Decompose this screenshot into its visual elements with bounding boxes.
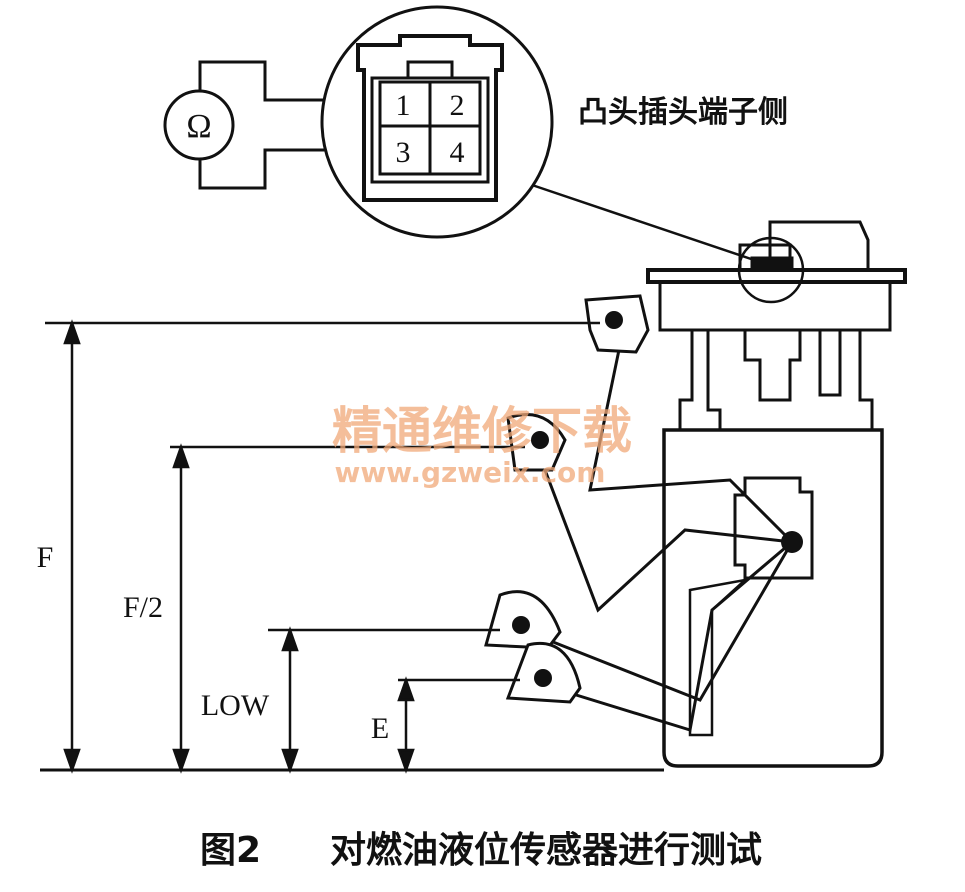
pin-cell-4 xyxy=(428,124,482,176)
fuel-pump-assembly xyxy=(646,220,907,768)
floats xyxy=(484,294,650,704)
float-arm-empty xyxy=(559,540,793,732)
pin-label-3: 3 xyxy=(396,136,411,169)
arrow-empty-head-bottom xyxy=(397,748,415,774)
float-arm-full xyxy=(588,344,794,544)
sender-housing xyxy=(733,476,814,580)
pin-label-4: 4 xyxy=(450,136,465,169)
guide-rod-right xyxy=(818,330,842,397)
pump-neck xyxy=(743,330,802,402)
pump-canister xyxy=(662,428,884,768)
float-arm-half xyxy=(543,469,793,613)
connector-magnifier xyxy=(320,5,761,264)
arrow-half-head-top xyxy=(172,443,190,469)
arrow-low-head-top xyxy=(281,626,299,652)
arrow-low-head-bottom xyxy=(281,748,299,774)
level-label-half: F/2 xyxy=(123,591,163,624)
ohmmeter-body xyxy=(163,89,235,161)
arrow-empty-head-top xyxy=(397,676,415,702)
connector-latch xyxy=(406,60,454,78)
float-hinge-full xyxy=(605,311,623,329)
guide-rod-left-inner xyxy=(706,330,722,430)
watermark-title: 精通维修下载 xyxy=(332,402,632,460)
magnifier-circle xyxy=(320,5,554,239)
flange-plate xyxy=(646,268,907,284)
arrow-full-head-top xyxy=(63,319,81,345)
sender-bracket xyxy=(688,577,750,737)
pin-label-1: 1 xyxy=(396,89,411,122)
guide-rod-left xyxy=(678,330,694,430)
dimension-arrows xyxy=(63,319,415,774)
connector-inner-frame xyxy=(370,76,490,184)
float-arm-low xyxy=(547,541,794,702)
figure-caption: 对燃油液位传感器进行测试 xyxy=(330,830,762,871)
meter-wire-bottom xyxy=(198,148,370,190)
guide-rod-right-outer xyxy=(858,330,874,430)
arrow-half-head-bottom xyxy=(172,748,190,774)
ohmmeter xyxy=(163,60,370,190)
magnifier-pointer-line xyxy=(531,183,761,264)
float-hinge-half xyxy=(531,431,549,449)
flange-body xyxy=(658,282,892,332)
float-hinge-empty xyxy=(534,669,552,687)
level-label-low: LOW xyxy=(201,689,270,722)
watermark-url: www.gzweix.com xyxy=(335,456,606,489)
connector-housing xyxy=(356,34,504,202)
float-arm-pivot xyxy=(781,531,803,553)
level-label-empty: E xyxy=(371,712,389,745)
meter-wire-top xyxy=(198,60,370,102)
flange-connector-pins xyxy=(750,256,794,270)
ohm-symbol: Ω xyxy=(186,108,211,145)
pin-label-2: 2 xyxy=(450,89,465,122)
figure-number: 图2 xyxy=(200,830,261,871)
level-reference-lines xyxy=(40,321,664,772)
arrow-full-head-bottom xyxy=(63,748,81,774)
float-arm-traces xyxy=(543,344,794,732)
float-hinge-low xyxy=(512,616,530,634)
connector-highlight-circle xyxy=(737,236,805,304)
level-label-full: F xyxy=(37,541,54,574)
float-hinges xyxy=(512,311,623,687)
connector-side-label: 凸头插头端子侧 xyxy=(578,95,788,130)
